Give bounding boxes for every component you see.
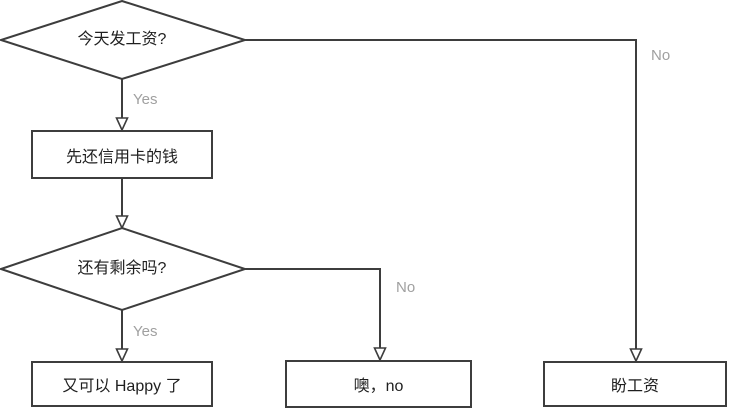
arrowhead-into-result-wait-for-salary	[629, 348, 643, 363]
edge-label-remainder-no: No	[396, 279, 416, 296]
edge-label-payday-no: No	[651, 47, 671, 64]
arrowhead-into-result-oh-no	[373, 347, 387, 362]
result-oh-no-box: 噢，no	[285, 360, 472, 408]
decision-payday-label: 今天发工资?	[77, 31, 167, 49]
result-wait-for-salary-box: 盼工资	[543, 361, 727, 407]
decision-remainder-diamond	[0, 226, 249, 312]
decision-remainder-label: 还有剩余吗?	[77, 260, 167, 278]
arrowhead-into-result-happy	[115, 348, 129, 363]
result-happy-box: 又可以 Happy 了	[31, 361, 213, 407]
edge-label-remainder-yes: Yes	[133, 323, 158, 340]
decision-payday-diamond	[0, 0, 249, 81]
edge-label-payday-yes: Yes	[133, 91, 158, 108]
arrowhead-into-decision-remainder	[115, 215, 129, 230]
arrowhead-into-process-pay-credit-card	[115, 117, 129, 132]
edge-remainder-no-line	[245, 268, 381, 350]
edge-payday-no-line	[245, 39, 637, 350]
process-pay-credit-card-box: 先还信用卡的钱	[31, 130, 213, 179]
